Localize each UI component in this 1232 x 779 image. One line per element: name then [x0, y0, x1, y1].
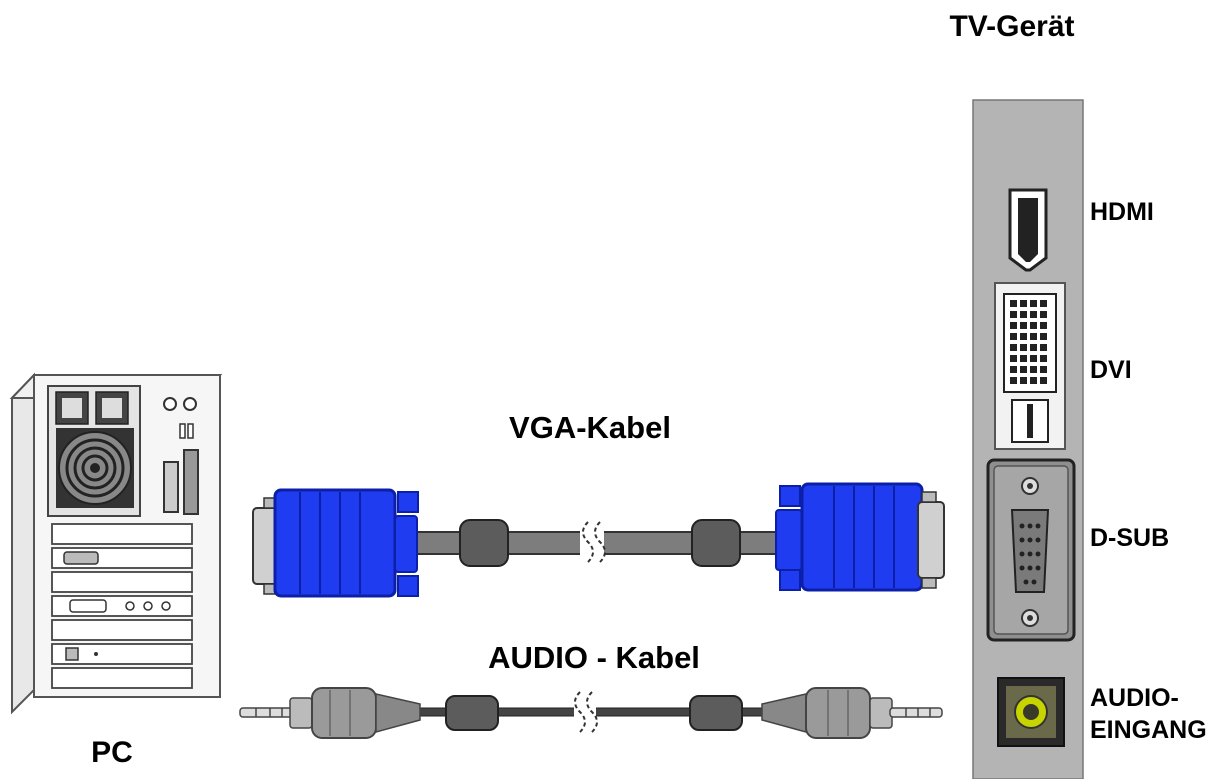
port-label-hdmi: HDMI — [1090, 198, 1154, 226]
dvi-port-icon — [994, 282, 1066, 450]
port-label-audio-line2: EINGANG — [1090, 716, 1207, 744]
tv-title: TV-Gerät — [949, 10, 1074, 43]
pc-label: PC — [91, 736, 133, 769]
port-label-audio-line1: AUDIO- — [1090, 684, 1179, 712]
vga-cable-label: VGA-Kabel — [509, 410, 671, 445]
hdmi-port-icon — [1008, 188, 1048, 272]
pc-tower-icon — [9, 372, 223, 715]
audio-cable-label: AUDIO - Kabel — [488, 640, 700, 675]
audio-cable-icon — [239, 687, 943, 739]
port-label-dsub: D-SUB — [1090, 524, 1169, 552]
vga-cable-icon — [252, 482, 945, 598]
port-label-dvi: DVI — [1090, 356, 1132, 384]
audio-jack-icon — [997, 677, 1065, 747]
dsub-port-icon — [986, 458, 1076, 642]
